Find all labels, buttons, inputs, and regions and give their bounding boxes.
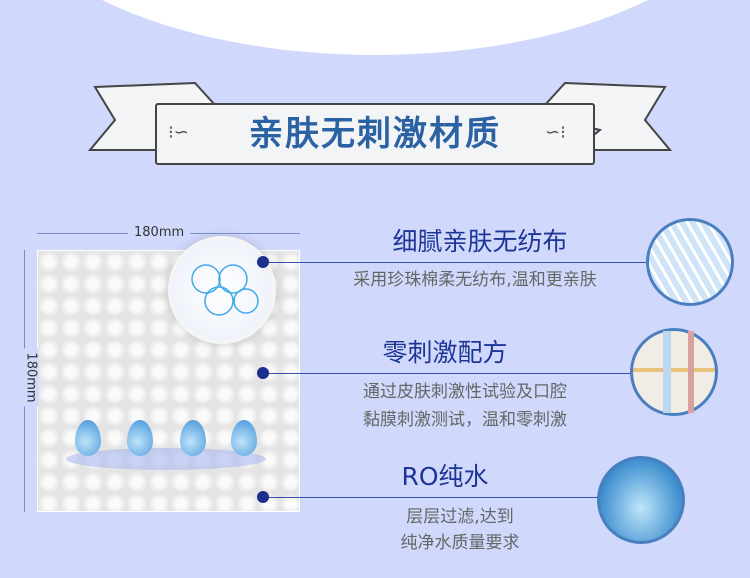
top-cloud-decoration <box>0 0 750 55</box>
water-drop-icon <box>597 456 685 544</box>
ribbon-banner <box>87 81 673 151</box>
flourish-right-icon: ∽⁝ <box>545 122 566 143</box>
height-label: 180mm <box>23 348 39 407</box>
feature-desc: 黏膜刺激测试，温和零刺激 <box>363 410 567 430</box>
water-drop-icon <box>127 420 153 456</box>
feature-heading: RO纯水 <box>401 462 489 491</box>
ribbon-center <box>155 103 595 165</box>
connector-dot <box>257 256 269 268</box>
texture-zoom-circle <box>168 236 276 344</box>
width-label: 180mm <box>128 225 191 240</box>
feature-desc: 纯净水质量要求 <box>400 533 520 553</box>
connector-line <box>263 373 633 374</box>
water-drop-icon <box>75 420 101 456</box>
page-title: 亲肤无刺激材质 <box>249 114 501 154</box>
feature-desc: 通过皮肤刺激性试验及口腔 <box>363 382 567 402</box>
connector-line <box>263 497 603 498</box>
flourish-left-icon: ⁝∽ <box>168 122 189 143</box>
test-tube-icon <box>630 328 718 416</box>
fiber-closeup-icon <box>646 218 734 306</box>
feature-desc: 层层过滤,达到 <box>406 507 514 527</box>
connector-dot <box>257 367 269 379</box>
water-drop-icon <box>180 420 206 456</box>
connector-line <box>263 262 653 263</box>
water-puddle <box>66 448 266 470</box>
feature-heading: 细腻亲肤无纺布 <box>392 227 568 256</box>
feature-desc: 采用珍珠棉柔无纺布,温和更亲肤 <box>353 270 597 290</box>
connector-dot <box>257 491 269 503</box>
water-drop-icon <box>231 420 257 456</box>
feature-heading: 零刺激配方 <box>382 338 508 367</box>
